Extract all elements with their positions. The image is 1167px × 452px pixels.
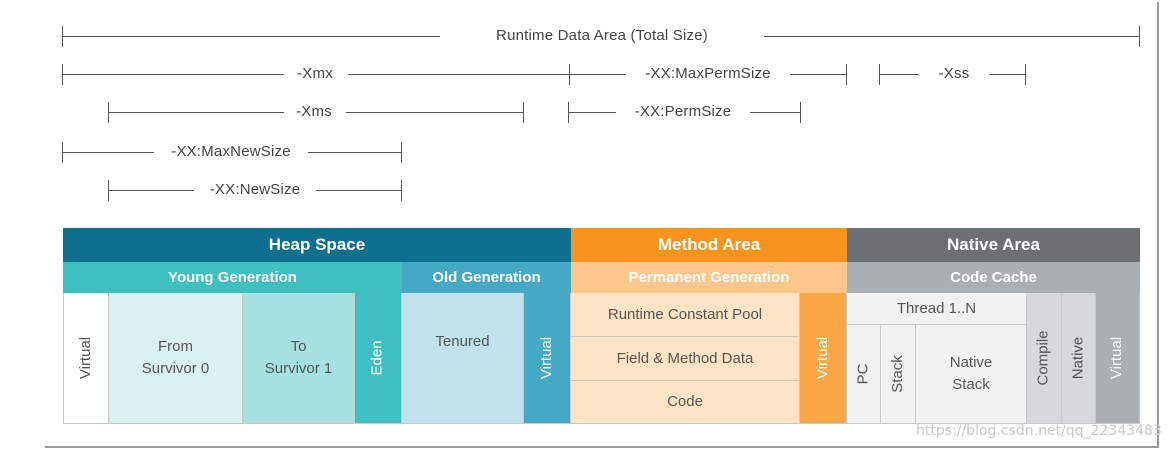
thread-cell: Thread 1..N bbox=[847, 293, 1027, 325]
code-cell: Code bbox=[571, 381, 800, 424]
pc-cell: PC bbox=[847, 325, 881, 424]
tenured-label: Tenured bbox=[435, 333, 490, 350]
xss-dimension: -Xss bbox=[879, 64, 1026, 85]
old-virtual-cell: Virtual bbox=[524, 293, 571, 424]
permsize-dimension: -XX:PermSize bbox=[568, 102, 801, 123]
stack-label: Stack bbox=[889, 355, 907, 393]
runtime-dimension: Runtime Data Area (Total Size) bbox=[62, 26, 1140, 47]
heap-space-header: Heap Space bbox=[63, 228, 571, 262]
young-virtual-cell: Virtual bbox=[63, 293, 109, 424]
runtime-constant-pool-cell: Runtime Constant Pool bbox=[571, 293, 800, 337]
code-cache-header: Code Cache bbox=[847, 262, 1140, 293]
stack-cell: Stack bbox=[881, 325, 916, 424]
thread-label: Thread 1..N bbox=[896, 299, 977, 317]
permanent-generation-header: Permanent Generation bbox=[571, 262, 847, 293]
tenured-cell: Tenured bbox=[402, 293, 524, 424]
maxpermsize-dimension: -XX:MaxPermSize bbox=[570, 64, 847, 85]
eden-cell: Eden bbox=[355, 293, 402, 424]
from-survivor-label: From Survivor 0 bbox=[141, 338, 210, 377]
perm-virtual-label: Virtual bbox=[814, 336, 831, 380]
young-virtual-label: Virtual bbox=[77, 336, 94, 380]
to-survivor-label: To Survivor 1 bbox=[264, 338, 333, 377]
young-generation-header: Young Generation bbox=[63, 262, 402, 293]
to-survivor-cell: To Survivor 1 bbox=[243, 293, 355, 424]
eden-label: Eden bbox=[368, 340, 386, 376]
native-label: Native bbox=[1069, 336, 1087, 380]
old-virtual-label: Virtual bbox=[538, 336, 555, 380]
native-cell: Native bbox=[1062, 293, 1096, 424]
compile-label: Compile bbox=[1035, 330, 1052, 386]
pc-label: PC bbox=[854, 363, 872, 385]
maxnewsize-dimension: -XX:MaxNewSize bbox=[62, 142, 402, 163]
field-method-data-label: Field & Method Data bbox=[616, 349, 754, 367]
watermark-text: https://blog.csdn.net/qq_22343483 bbox=[916, 423, 1162, 439]
newsize-label: -XX:NewSize bbox=[209, 181, 301, 198]
code-label: Code bbox=[667, 393, 703, 410]
native-virtual-label: Virtual bbox=[1108, 336, 1126, 380]
xmx-dimension: -Xmx bbox=[62, 64, 570, 85]
compile-cell: Compile bbox=[1027, 293, 1062, 424]
runtime-constant-pool-label: Runtime Constant Pool bbox=[607, 305, 763, 323]
method-area-header: Method Area bbox=[571, 228, 847, 262]
field-method-data-cell: Field & Method Data bbox=[571, 337, 800, 381]
native-virtual-cell: Virtual bbox=[1096, 293, 1140, 424]
native-stack-label: Native Stack bbox=[949, 354, 993, 393]
perm-virtual-cell: Virtual bbox=[800, 293, 847, 424]
xss-label: -Xss bbox=[938, 65, 970, 82]
xmx-label: -Xmx bbox=[297, 65, 333, 82]
maxnewsize-label: -XX:MaxNewSize bbox=[171, 143, 291, 160]
native-area-header: Native Area bbox=[847, 228, 1140, 262]
newsize-dimension: -XX:NewSize bbox=[108, 180, 402, 201]
native-stack-cell: Native Stack bbox=[916, 325, 1027, 424]
from-survivor-cell: From Survivor 0 bbox=[109, 293, 243, 424]
xms-label: -Xms bbox=[296, 103, 332, 120]
runtime-label: Runtime Data Area (Total Size) bbox=[496, 27, 708, 44]
xms-dimension: -Xms bbox=[108, 102, 524, 123]
maxpermsize-label: -XX:MaxPermSize bbox=[645, 65, 771, 82]
old-generation-header: Old Generation bbox=[402, 262, 571, 293]
permsize-label: -XX:PermSize bbox=[634, 103, 732, 120]
